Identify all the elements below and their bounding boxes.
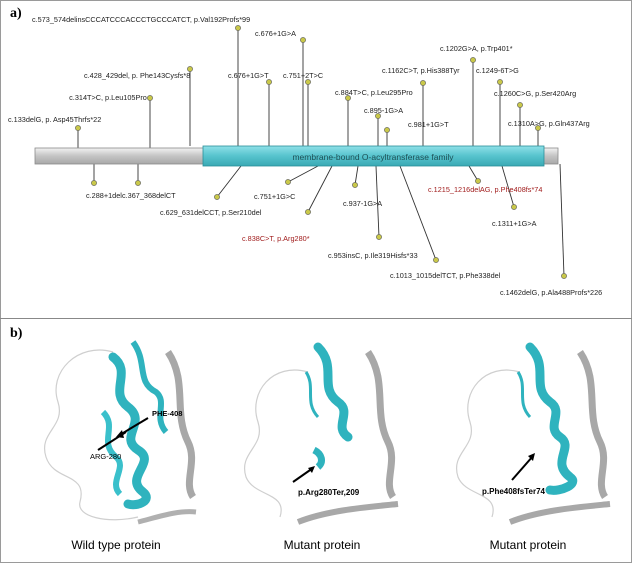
variant-label: c.676+1G>T (228, 71, 269, 80)
variant-pin-head (266, 79, 272, 85)
variant-label: c.133delG, p. Asp45Thrfs*22 (8, 115, 101, 124)
variant-pin-head (433, 257, 439, 263)
variant-pin-head (235, 25, 241, 31)
variant-stem (354, 165, 359, 186)
variant-label: c.1462delG, p.Ala488Profs*226 (500, 288, 602, 297)
variant-pin-head (91, 180, 97, 186)
panel-divider (0, 318, 632, 319)
variant-pin-head (305, 79, 311, 85)
variant-pins (75, 25, 567, 279)
variant-label: c.838C>T, p.Arg280* (242, 234, 310, 243)
variant-pin-head (285, 179, 291, 185)
variant-pin-head (75, 125, 81, 131)
variant-label: c.1310A>G, p.Gln437Arg (508, 119, 590, 128)
variant-pin-head (214, 194, 220, 200)
variant-label: c.367_368delCT (122, 191, 176, 200)
variant-pin-head (300, 37, 306, 43)
variant-label: c.953insC, p.Ile319Hisfs*33 (328, 251, 418, 260)
variant-label: c.1162C>T, p.His388Tyr (382, 66, 460, 75)
variant-pin-head (535, 125, 541, 131)
variant-pin-head (375, 113, 381, 119)
variant-stem (287, 165, 319, 183)
domain-label: membrane-bound O-acyltransferase family (292, 152, 454, 162)
variant-pin-head (475, 178, 481, 184)
variant-label: c.1260C>G, p.Ser420Arg (494, 89, 576, 98)
variant-label: c.884T>C, p.Leu295Pro (335, 88, 413, 97)
title-mutant-2: Mutant protein (489, 538, 567, 552)
variant-label: c.314T>C, p.Leu105Pro (69, 93, 147, 102)
variant-stem (501, 165, 515, 208)
variant-label: c.1249-6T>G (476, 66, 519, 75)
variant-stem (559, 163, 565, 277)
variant-label: c.428_429del, p. Phe143Cysfs*8 (84, 71, 190, 80)
panel-a-label: a) (10, 6, 22, 21)
annotation-arg-280: ARG-280 (90, 452, 121, 461)
variant-pin-head (345, 95, 351, 101)
variant-label: c.1311+1G>A (492, 219, 537, 228)
variant-pin-head (187, 66, 193, 72)
annotation-phe-408: PHE-408 (152, 409, 182, 418)
structure-mutant-phe408: p.Phe408fsTer74 (455, 342, 611, 525)
variant-pin-head (470, 57, 476, 63)
structure-wild-type: PHE-408 ARG-280 (43, 340, 197, 525)
variant-label: c.629_631delCCT, p.Ser210del (160, 208, 262, 217)
variant-pin-head (147, 95, 153, 101)
variant-stem (307, 165, 333, 213)
variant-pin-head (511, 204, 517, 210)
variant-label: c.1013_1015delTCT, p.Phe338del (390, 271, 501, 280)
variant-pin-head (384, 127, 390, 133)
variant-pin-head (352, 182, 358, 188)
variant-stem (399, 165, 437, 261)
variant-label: c.1202G>A, p.Trp401* (440, 44, 513, 53)
variant-label: c.573_574delinsCCCATCCCACCCTGCCCATCT, p.… (32, 15, 250, 24)
variant-label: c.751+2T>C (283, 71, 323, 80)
annotation-phe408fster74: p.Phe408fsTer74 (482, 487, 546, 496)
variant-pin-head (305, 209, 311, 215)
variant-pin-head (135, 180, 141, 186)
variant-label: c.981+1G>T (408, 120, 449, 129)
structure-mutant-arg280: p.Arg280Ter,209 (243, 342, 399, 525)
panel-b-label: b) (10, 326, 23, 341)
variant-label: c.895-1G>A (364, 106, 403, 115)
title-wild-type: Wild type protein (71, 538, 161, 552)
variant-pin-head (517, 102, 523, 108)
variant-label: c.937-1G>A (343, 199, 382, 208)
variant-label: c.288+1del (86, 191, 122, 200)
moat-domain (202, 145, 545, 167)
variant-stem (216, 165, 242, 198)
variant-pin-head (497, 79, 503, 85)
variant-stem (468, 165, 479, 182)
variant-label: c.1215_1216delAG, p.Phe408fs*74 (428, 185, 542, 194)
variant-stem (375, 165, 380, 238)
title-mutant-1: Mutant protein (283, 538, 361, 552)
variant-label: c.676+1G>A (255, 29, 296, 38)
variant-pin-head (420, 80, 426, 86)
annotation-arg280ter: p.Arg280Ter,209 (298, 488, 360, 497)
variant-lollipop-diagram: membrane-bound O-acyltransferase family … (8, 15, 602, 297)
variant-label: c.751+1G>C (254, 192, 295, 201)
variant-pin-head (561, 273, 567, 279)
variant-pin-head (376, 234, 382, 240)
variant-stems (77, 28, 565, 277)
